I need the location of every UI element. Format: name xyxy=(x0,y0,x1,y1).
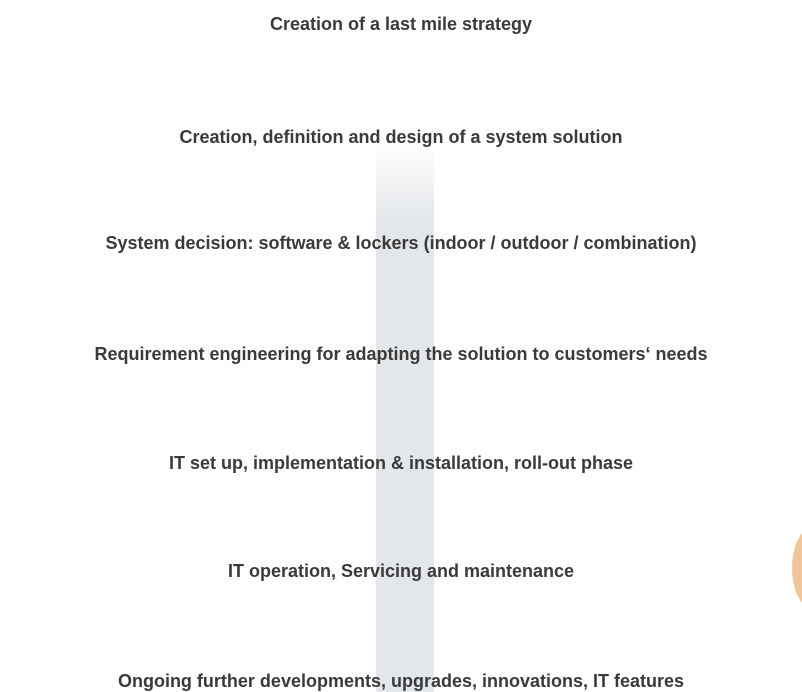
step-7-label: Ongoing further developments, upgrades, … xyxy=(117,671,685,691)
timeline-bar xyxy=(376,145,434,692)
step-4-label: Requirement engineering for adapting the… xyxy=(94,344,708,364)
step-1-label: Creation of a last mile strategy xyxy=(269,14,533,34)
step-6-label: IT operation, Servicing and maintenance xyxy=(227,561,575,581)
step-5-label: IT set up, implementation & installation… xyxy=(168,453,634,473)
step-2-label: Creation, definition and design of a sys… xyxy=(179,127,623,147)
decorative-accent-shape xyxy=(792,528,802,608)
step-3-label: System decision: software & lockers (ind… xyxy=(105,233,697,253)
